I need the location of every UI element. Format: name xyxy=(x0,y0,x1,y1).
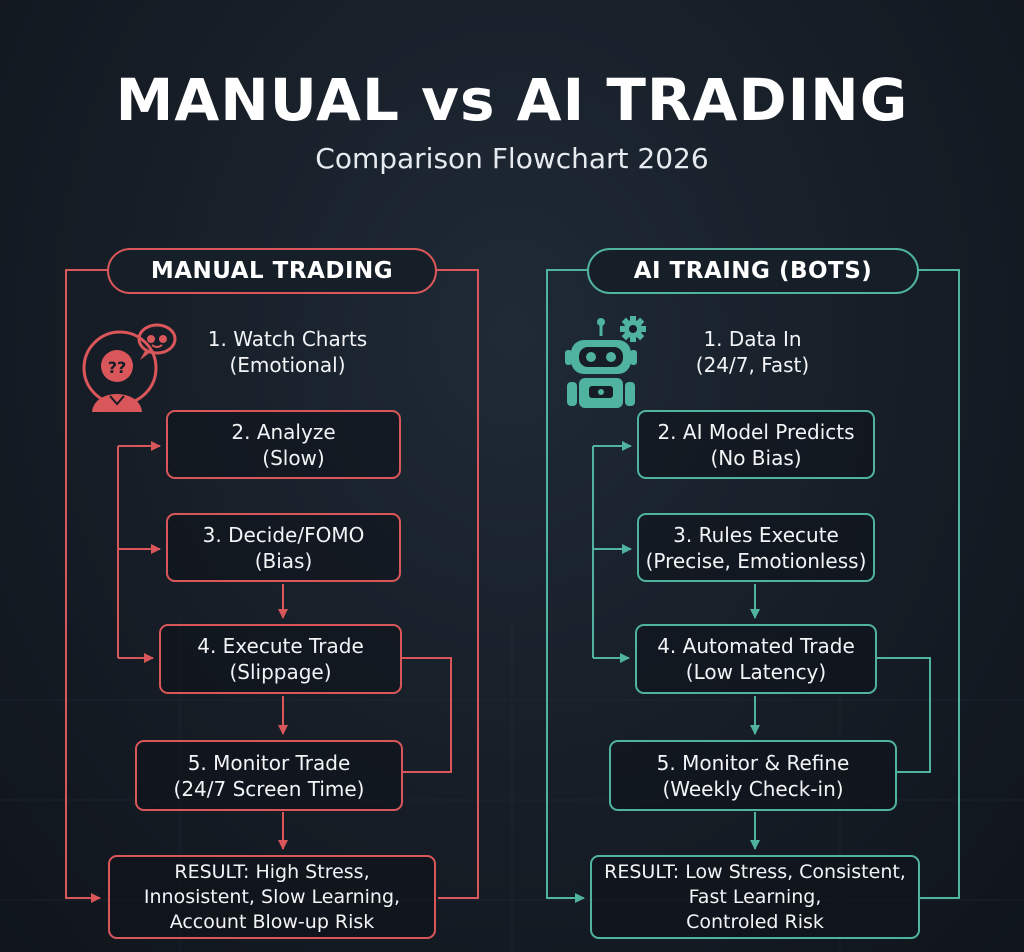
manual-step-3: 3. Decide/FOMO (Bias) xyxy=(166,513,401,582)
manual-step-5-title: 5. Monitor Trade xyxy=(187,750,351,775)
ai-result-line-2: Fast Learning, xyxy=(688,885,822,908)
ai-trading-header-label: AI TRAING (BOTS) xyxy=(633,258,873,284)
manual-result-line-1: RESULT: High Stress, xyxy=(174,860,370,883)
ai-outer-frame-right xyxy=(918,269,960,899)
ai-result: RESULT: Low Stress, Consistent, Fast Lea… xyxy=(590,855,920,939)
manual-feedback-loop xyxy=(402,657,452,773)
manual-step-2: 2. Analyze (Slow) xyxy=(166,410,401,479)
ai-step-4: 4. Automated Trade (Low Latency) xyxy=(635,624,877,694)
manual-trading-header: MANUAL TRADING xyxy=(107,248,437,294)
ai-step-3-note: (Precise, Emotionless) xyxy=(645,548,867,573)
ai-step-4-title: 4. Automated Trade xyxy=(657,634,855,658)
ai-result-line-3: Controled Risk xyxy=(686,910,824,933)
manual-step-1-note: (Emotional) xyxy=(229,353,346,377)
manual-step-2-note: (Slow) xyxy=(262,445,325,470)
manual-step-1: 1. Watch Charts (Emotional) xyxy=(190,326,385,378)
ai-step-1-title: 1. Data In xyxy=(703,327,802,351)
manual-outer-frame-right xyxy=(436,269,479,899)
confused-trader-icon: ?? xyxy=(82,323,177,412)
manual-step-1-title: 1. Watch Charts xyxy=(207,327,368,351)
manual-outer-frame xyxy=(65,269,108,903)
manual-trading-header-label: MANUAL TRADING xyxy=(150,258,394,284)
manual-result-line-2: Innosistent, Slow Learning, xyxy=(143,885,401,908)
ai-step-1: 1. Data In (24/7, Fast) xyxy=(655,326,850,378)
manual-step-4-title: 4. Execute Trade xyxy=(197,634,364,658)
ai-outer-frame xyxy=(546,269,588,903)
manual-connectors xyxy=(65,269,479,903)
manual-result: RESULT: High Stress, Innosistent, Slow L… xyxy=(108,855,436,939)
ai-step-2-note: (No Bias) xyxy=(710,445,802,470)
ai-step-5-title: 5. Monitor & Refine xyxy=(656,750,850,775)
page-title: MANUAL vs AI TRADING xyxy=(115,66,909,134)
ai-step-5-note: (Weekly Check-in) xyxy=(662,776,844,801)
manual-step-5: 5. Monitor Trade (24/7 Screen Time) xyxy=(135,740,403,811)
manual-result-line-3: Account Blow-up Risk xyxy=(169,910,375,933)
ai-result-line-1: RESULT: Low Stress, Consistent, xyxy=(604,860,906,883)
confused-trader-icon-text: ?? xyxy=(108,358,127,377)
ai-step-3: 3. Rules Execute (Precise, Emotionless) xyxy=(637,513,875,582)
ai-step-2: 2. AI Model Predicts (No Bias) xyxy=(637,410,875,479)
manual-step-3-title: 3. Decide/FOMO xyxy=(202,522,365,547)
manual-step-2-title: 2. Analyze xyxy=(231,419,336,444)
manual-step-3-note: (Bias) xyxy=(254,548,313,573)
ai-step-3-title: 3. Rules Execute xyxy=(673,522,839,547)
ai-trading-header: AI TRAING (BOTS) xyxy=(587,248,919,294)
ai-step-5: 5. Monitor & Refine (Weekly Check-in) xyxy=(609,740,897,811)
ai-step-1-note: (24/7, Fast) xyxy=(695,353,810,377)
robot-gear-icon xyxy=(565,316,646,408)
manual-step-4: 4. Execute Trade (Slippage) xyxy=(159,624,402,694)
ai-connectors xyxy=(546,269,960,903)
ai-step-4-note: (Low Latency) xyxy=(685,660,827,684)
page-subtitle: Comparison Flowchart 2026 xyxy=(315,142,709,175)
ai-feedback-loop xyxy=(877,657,931,773)
manual-step-5-note: (24/7 Screen Time) xyxy=(173,776,365,801)
manual-step-4-note: (Slippage) xyxy=(229,660,332,684)
ai-step-2-title: 2. AI Model Predicts xyxy=(657,419,855,444)
